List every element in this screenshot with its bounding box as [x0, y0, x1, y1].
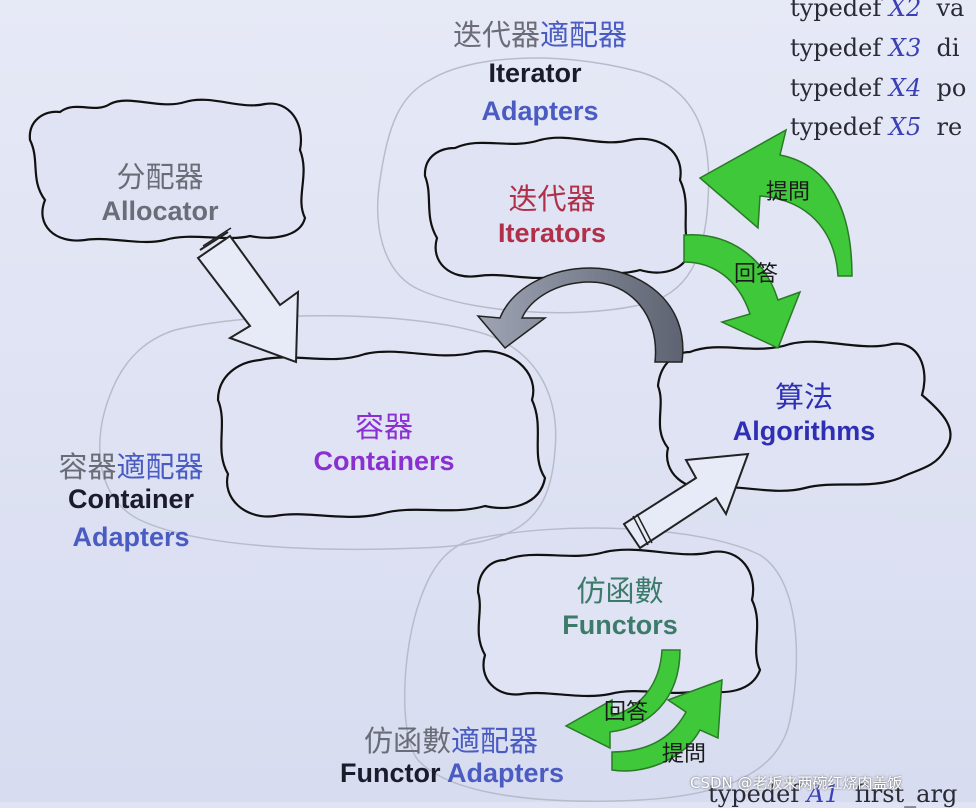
iterator-adapters-cn-label: 迭代器適配器: [452, 18, 628, 52]
containers-cloud: [216, 350, 547, 518]
algorithms-cloud: [656, 340, 952, 492]
functor-adapters-cn-label: 仿函數適配器: [363, 724, 539, 758]
container-adapters-en-line1: Container: [67, 484, 194, 514]
ask-arrow-bottom: [611, 678, 723, 772]
containers-en-label: Containers: [313, 446, 455, 476]
functors-to-algorithms-arrow: [622, 452, 750, 550]
ask-top-label: 提問: [766, 180, 811, 205]
container-adapters-cn-label: 容器適配器: [58, 450, 204, 484]
code-line-3: typedef X4 po: [790, 74, 967, 102]
answer-arrow-bottom: [564, 649, 681, 750]
iterators-cloud: [423, 136, 692, 280]
answer-arrow-top: [683, 234, 802, 350]
ask-bottom-label: 提問: [662, 742, 707, 767]
code-line-4: typedef X5 re: [790, 113, 963, 141]
allocator-en-label: Allocator: [101, 196, 219, 226]
ask-arrow-top: [698, 128, 853, 277]
csdn-watermark: CSDN @老板来两碗红烧肉盖饭: [690, 774, 903, 792]
iterators-containers-arrow: [476, 267, 684, 363]
iterator-adapters-en-line1: Iterator: [488, 58, 582, 88]
allocator-cn-label: 分配器: [116, 160, 204, 194]
container-adapters-en-line2: Adapters: [72, 522, 190, 552]
functor-adapters-outline: [403, 527, 798, 802]
containers-cn-label: 容器: [354, 410, 413, 444]
container-adapters-outline: [98, 315, 557, 551]
functors-cn-label: 仿函數: [576, 574, 664, 608]
algorithms-cn-label: 算法: [774, 380, 833, 414]
functor-adapters-en-label: Functor Adapters: [339, 758, 565, 788]
algorithms-en-label: Algorithms: [732, 416, 876, 446]
answer-bottom-label: 回答: [604, 700, 649, 725]
iterators-cn-label: 迭代器: [508, 182, 596, 216]
iterators-en-label: Iterators: [497, 218, 607, 248]
answer-top-label: 回答: [734, 262, 779, 287]
allocator-cloud: [28, 98, 307, 244]
allocator-to-containers-arrow: [196, 227, 300, 364]
functors-en-label: Functors: [562, 610, 678, 640]
code-line-1: typedef X2 va: [790, 0, 965, 22]
iterator-adapters-en-line2: Adapters: [481, 96, 599, 126]
code-line-2: typedef X3 di: [790, 34, 960, 62]
